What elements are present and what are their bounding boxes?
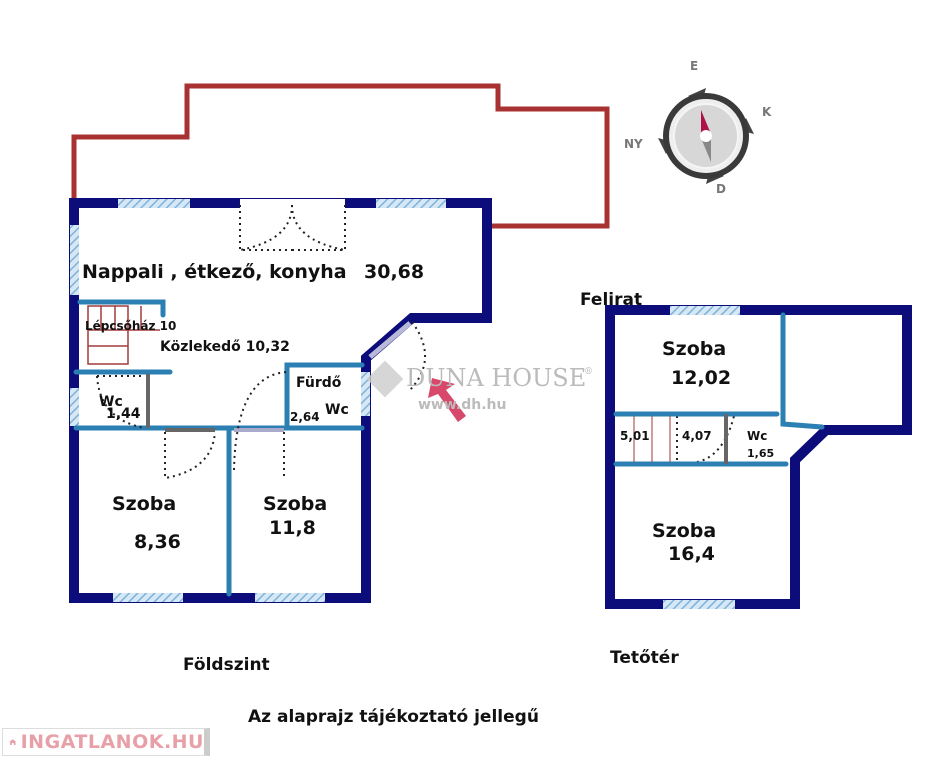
attic-interior-walls <box>613 312 825 467</box>
attic-window-top <box>670 306 740 315</box>
windows <box>70 199 446 602</box>
room-label-bath: Fürdő <box>296 375 342 391</box>
room-label-room1: Szoba <box>112 493 176 515</box>
compass-east-label: K <box>762 105 772 119</box>
compass-icon: E K D NY <box>624 59 772 196</box>
attic-room-area-stairs: 5,01 <box>620 429 650 443</box>
room-label-living: Nappali , étkező, konyha <box>82 261 347 283</box>
terrace-outline <box>71 83 610 229</box>
attic-window-bottom <box>663 600 735 609</box>
room-label-stairs: Lépcsőház 10 <box>85 319 176 333</box>
house-icon <box>9 739 17 745</box>
room-area-living: 30,68 <box>364 261 424 283</box>
duna-house-watermark: DUNA HOUSE ® www.dh.hu <box>366 360 593 422</box>
watermark-url: www.dh.hu <box>418 397 506 413</box>
ground-floor-title: Földszint <box>183 655 270 675</box>
room-area-room1: 8,36 <box>134 531 181 553</box>
room-label-wc: Wc <box>99 394 123 410</box>
door-swings <box>96 204 735 480</box>
attic-labels: Felirat Szoba 12,02 5,01 4,07 Wc 1,65 Sz… <box>580 290 774 668</box>
ground-floor-labels: Nappali , étkező, konyha 30,68 Lépcsőház… <box>82 261 424 675</box>
room-label-bath-wc: Wc <box>325 402 349 418</box>
ingatlanok-logo: INGATLANOK.HU <box>2 728 210 756</box>
duna-house-logo-icon <box>366 360 404 398</box>
compass-south-label: D <box>716 182 726 196</box>
stairs <box>87 305 160 365</box>
attic-walls <box>605 305 912 609</box>
attic-stairs <box>633 416 671 462</box>
watermark-reg: ® <box>584 367 593 377</box>
attic-room-area-hall: 4,07 <box>682 429 712 443</box>
attic-caption: Felirat <box>580 290 642 310</box>
attic-room-label-room2: Szoba <box>652 520 716 542</box>
arrow-icon <box>428 378 466 422</box>
disclaimer-text: Az alaprajz tájékoztató jellegű <box>248 707 539 727</box>
attic-room-area-room2: 16,4 <box>668 543 715 565</box>
attic-room-label-wc: Wc <box>747 429 767 443</box>
entrance-door-glass <box>368 321 412 359</box>
watermark-brand: DUNA HOUSE <box>406 364 586 392</box>
room-area-wc: 1,44 <box>106 406 141 422</box>
room-label-hall: Közlekedő 10,32 <box>160 339 290 355</box>
interior-walls <box>73 299 365 597</box>
logo-text: INGATLANOK.HU <box>20 731 204 753</box>
room-area-room2: 11,8 <box>269 517 316 539</box>
room-area-bath: 2,64 <box>290 410 320 424</box>
compass-west-label: NY <box>624 137 643 151</box>
attic-room-area-wc: 1,65 <box>747 447 774 460</box>
attic-room-label-room1: Szoba <box>662 338 726 360</box>
compass-north-label: E <box>690 59 698 73</box>
attic-title: Tetőtér <box>610 648 679 668</box>
room-label-room2: Szoba <box>263 493 327 515</box>
attic-room-area-room1: 12,02 <box>671 367 731 389</box>
